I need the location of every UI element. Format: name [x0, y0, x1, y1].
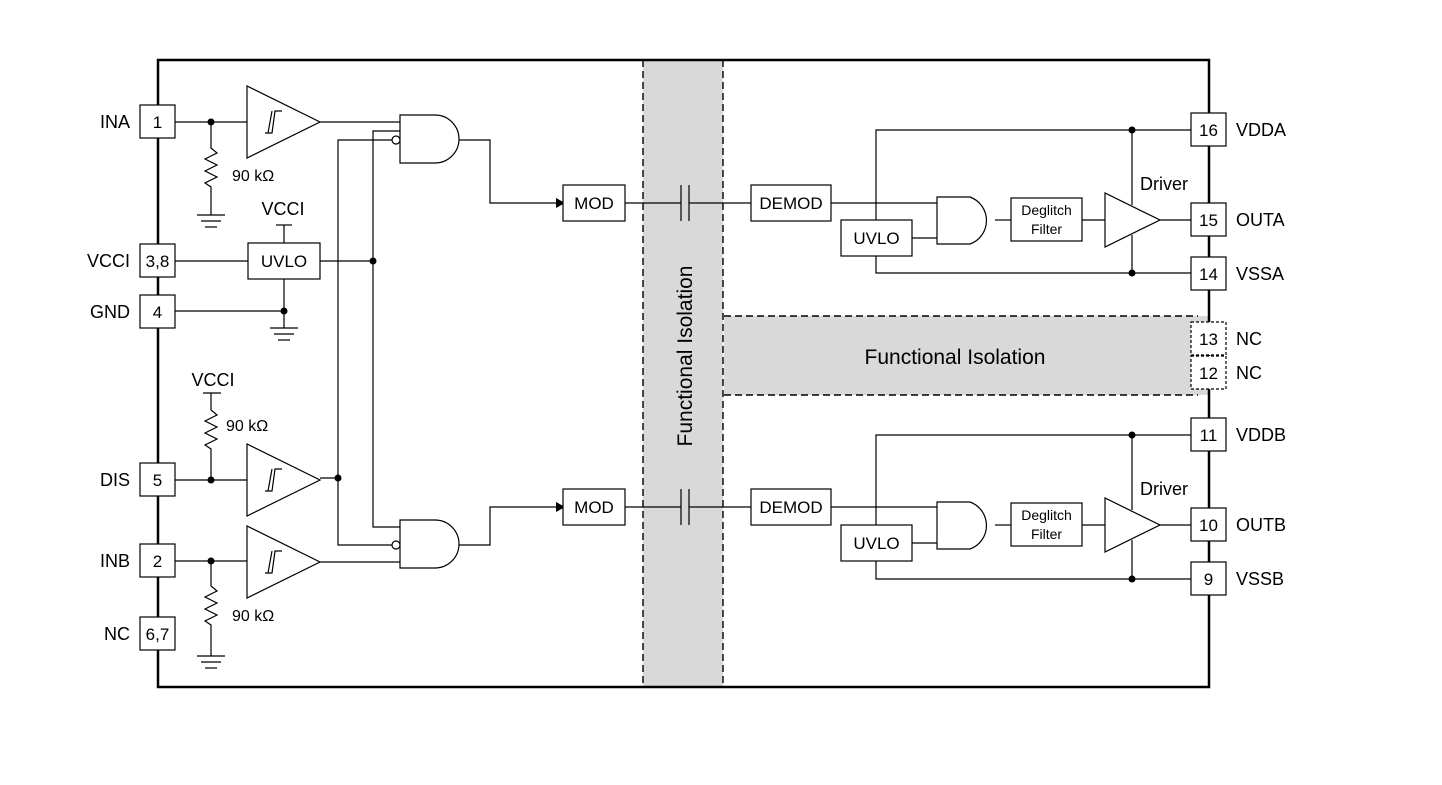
pin-name: VCCI [87, 251, 130, 271]
pin-name: VSSA [1236, 264, 1284, 284]
deglitch-filter-b [1010, 502, 1083, 547]
ina-resistor-value: 90 kΩ [232, 168, 274, 185]
svg-text:DEMOD: DEMOD [759, 498, 822, 517]
svg-text:UVLO: UVLO [261, 252, 307, 271]
pin-name: VDDB [1236, 425, 1286, 445]
driver-b-buffer [1104, 497, 1162, 553]
and-gate-a [391, 114, 460, 164]
pin-number: 6,7 [146, 625, 170, 644]
output-and-gate-a [936, 196, 987, 245]
inb-schmitt-buffer [246, 525, 322, 599]
pin-name: VSSB [1236, 569, 1284, 589]
svg-text:Filter: Filter [1031, 221, 1062, 237]
vertical-isolation-label: Functional Isolation [674, 266, 697, 447]
demod-a-block [750, 184, 832, 222]
inb-resistor-value: 90 kΩ [232, 608, 274, 625]
pin-number: 15 [1199, 211, 1218, 230]
dis-vcci-label: VCCI [191, 370, 234, 390]
pin-name: VDDA [1236, 120, 1286, 140]
dis-resistor-value: 90 kΩ [226, 418, 268, 435]
driver-a-buffer [1104, 192, 1162, 248]
ina-pulldown-resistor [197, 122, 225, 228]
pin-number: 2 [153, 552, 162, 571]
uvlo-b-block [840, 524, 913, 562]
pin-name: NC [104, 624, 130, 644]
pin-name: NC [1236, 329, 1262, 349]
pin-number: 12 [1199, 364, 1218, 383]
pin-name: INA [100, 112, 130, 132]
dis-schmitt-buffer [246, 443, 322, 517]
svg-text:MOD: MOD [574, 194, 614, 213]
pin-number: 16 [1199, 121, 1218, 140]
uvlo-vcci-label: VCCI [261, 199, 304, 219]
horizontal-isolation-label: Functional Isolation [865, 346, 1046, 369]
output-and-gate-b [936, 501, 987, 550]
pin-number: 14 [1199, 265, 1218, 284]
svg-text:Filter: Filter [1031, 526, 1062, 542]
pin-name: OUTA [1236, 210, 1285, 230]
pin-number: 9 [1204, 570, 1213, 589]
pin-name: INB [100, 551, 130, 571]
svg-text:MOD: MOD [574, 498, 614, 517]
pin-name: OUTB [1236, 515, 1286, 535]
svg-text:Deglitch: Deglitch [1021, 507, 1072, 523]
pin-number: 5 [153, 471, 162, 490]
demod-b-block [750, 488, 832, 526]
pin-number: 1 [153, 113, 162, 132]
pin-number: 11 [1200, 426, 1218, 445]
right-pins: 16 VDDA 15 OUTA 14 VSSA 13 NC 12 NC 11 V… [1190, 112, 1286, 596]
driver-b-label: Driver [1140, 479, 1188, 499]
pin-name: GND [90, 302, 130, 322]
inb-pulldown-resistor [197, 561, 225, 669]
and-gate-b [391, 519, 460, 569]
pin-name: DIS [100, 470, 130, 490]
svg-text:DEMOD: DEMOD [759, 194, 822, 213]
pin-number: 3,8 [146, 252, 170, 271]
deglitch-filter-a [1010, 197, 1083, 242]
pin-number: 4 [153, 303, 162, 322]
uvlo-a-block [840, 219, 913, 257]
input-uvlo-block [247, 242, 321, 280]
ina-schmitt-buffer [246, 85, 322, 159]
pin-number: 13 [1199, 330, 1218, 349]
pin-number: 10 [1199, 516, 1218, 535]
svg-text:Deglitch: Deglitch [1021, 202, 1072, 218]
svg-text:UVLO: UVLO [853, 229, 899, 248]
horizontal-isolation-barrier [724, 316, 1210, 395]
pin-name: NC [1236, 363, 1262, 383]
driver-a-label: Driver [1140, 174, 1188, 194]
svg-text:UVLO: UVLO [853, 534, 899, 553]
vertical-isolation-barrier [643, 60, 723, 687]
left-pins: 1 INA 3,8 VCCI 4 GND 5 DIS 2 INB 6,7 NC [87, 104, 176, 651]
dis-pullup-resistor [203, 393, 219, 480]
mod-a-block [562, 184, 626, 222]
